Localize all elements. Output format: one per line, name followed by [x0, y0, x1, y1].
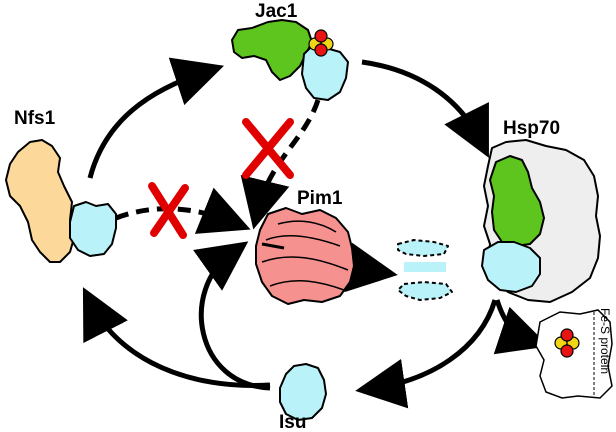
fe-s-cluster-icon	[308, 29, 334, 57]
pim1-complex	[255, 207, 355, 305]
arrow-isu-to-nfs1	[82, 287, 271, 389]
hsp70-isu-subunit	[481, 241, 541, 293]
fragment-2	[404, 262, 446, 272]
fes-protein-complex	[535, 309, 613, 399]
block-mark-jac1-path	[242, 118, 294, 179]
arrow-nfs1-to-jac1	[87, 57, 225, 179]
jac1-label: Jac1	[255, 1, 298, 22]
pim1-protein	[255, 207, 355, 305]
pim1-label: Pim1	[297, 188, 343, 209]
fes-protein-label: Fe-S protein	[598, 308, 612, 374]
nfs1-label: Nfs1	[14, 108, 56, 129]
nfs1-protein	[5, 139, 75, 263]
jac1-complex	[231, 19, 349, 101]
hsp70-label: Hsp70	[503, 118, 560, 139]
fragment-3	[397, 281, 453, 301]
isu-protein	[279, 363, 327, 421]
hsp70-complex	[481, 139, 601, 303]
fe-s-cluster-icon	[554, 328, 580, 358]
hsp70-jac1-subunit	[489, 155, 545, 247]
arrow-isu-to-pim1	[193, 241, 271, 391]
isu-label: Isu	[279, 412, 306, 432]
arrow-pim1-to-fragments	[344, 242, 398, 293]
jac1-protein	[231, 19, 313, 81]
arrows	[82, 57, 549, 409]
dashed-arrow-nfs1-to-pim1	[115, 187, 251, 234]
dashed-arrow-jac1-to-pim1	[240, 99, 321, 230]
fragment-1	[397, 239, 449, 257]
fes-protein	[535, 309, 613, 399]
arrow-hsp70-to-isu	[355, 299, 498, 409]
nfs1-complex	[5, 139, 117, 263]
nfs1-isu-subunit	[69, 201, 117, 257]
arrow-hsp70-to-fes-protein	[493, 299, 549, 355]
isu-degradation-fragments	[397, 239, 453, 301]
block-mark-nfs1-path	[148, 182, 189, 239]
arrow-jac1-to-hsp70	[361, 59, 489, 158]
